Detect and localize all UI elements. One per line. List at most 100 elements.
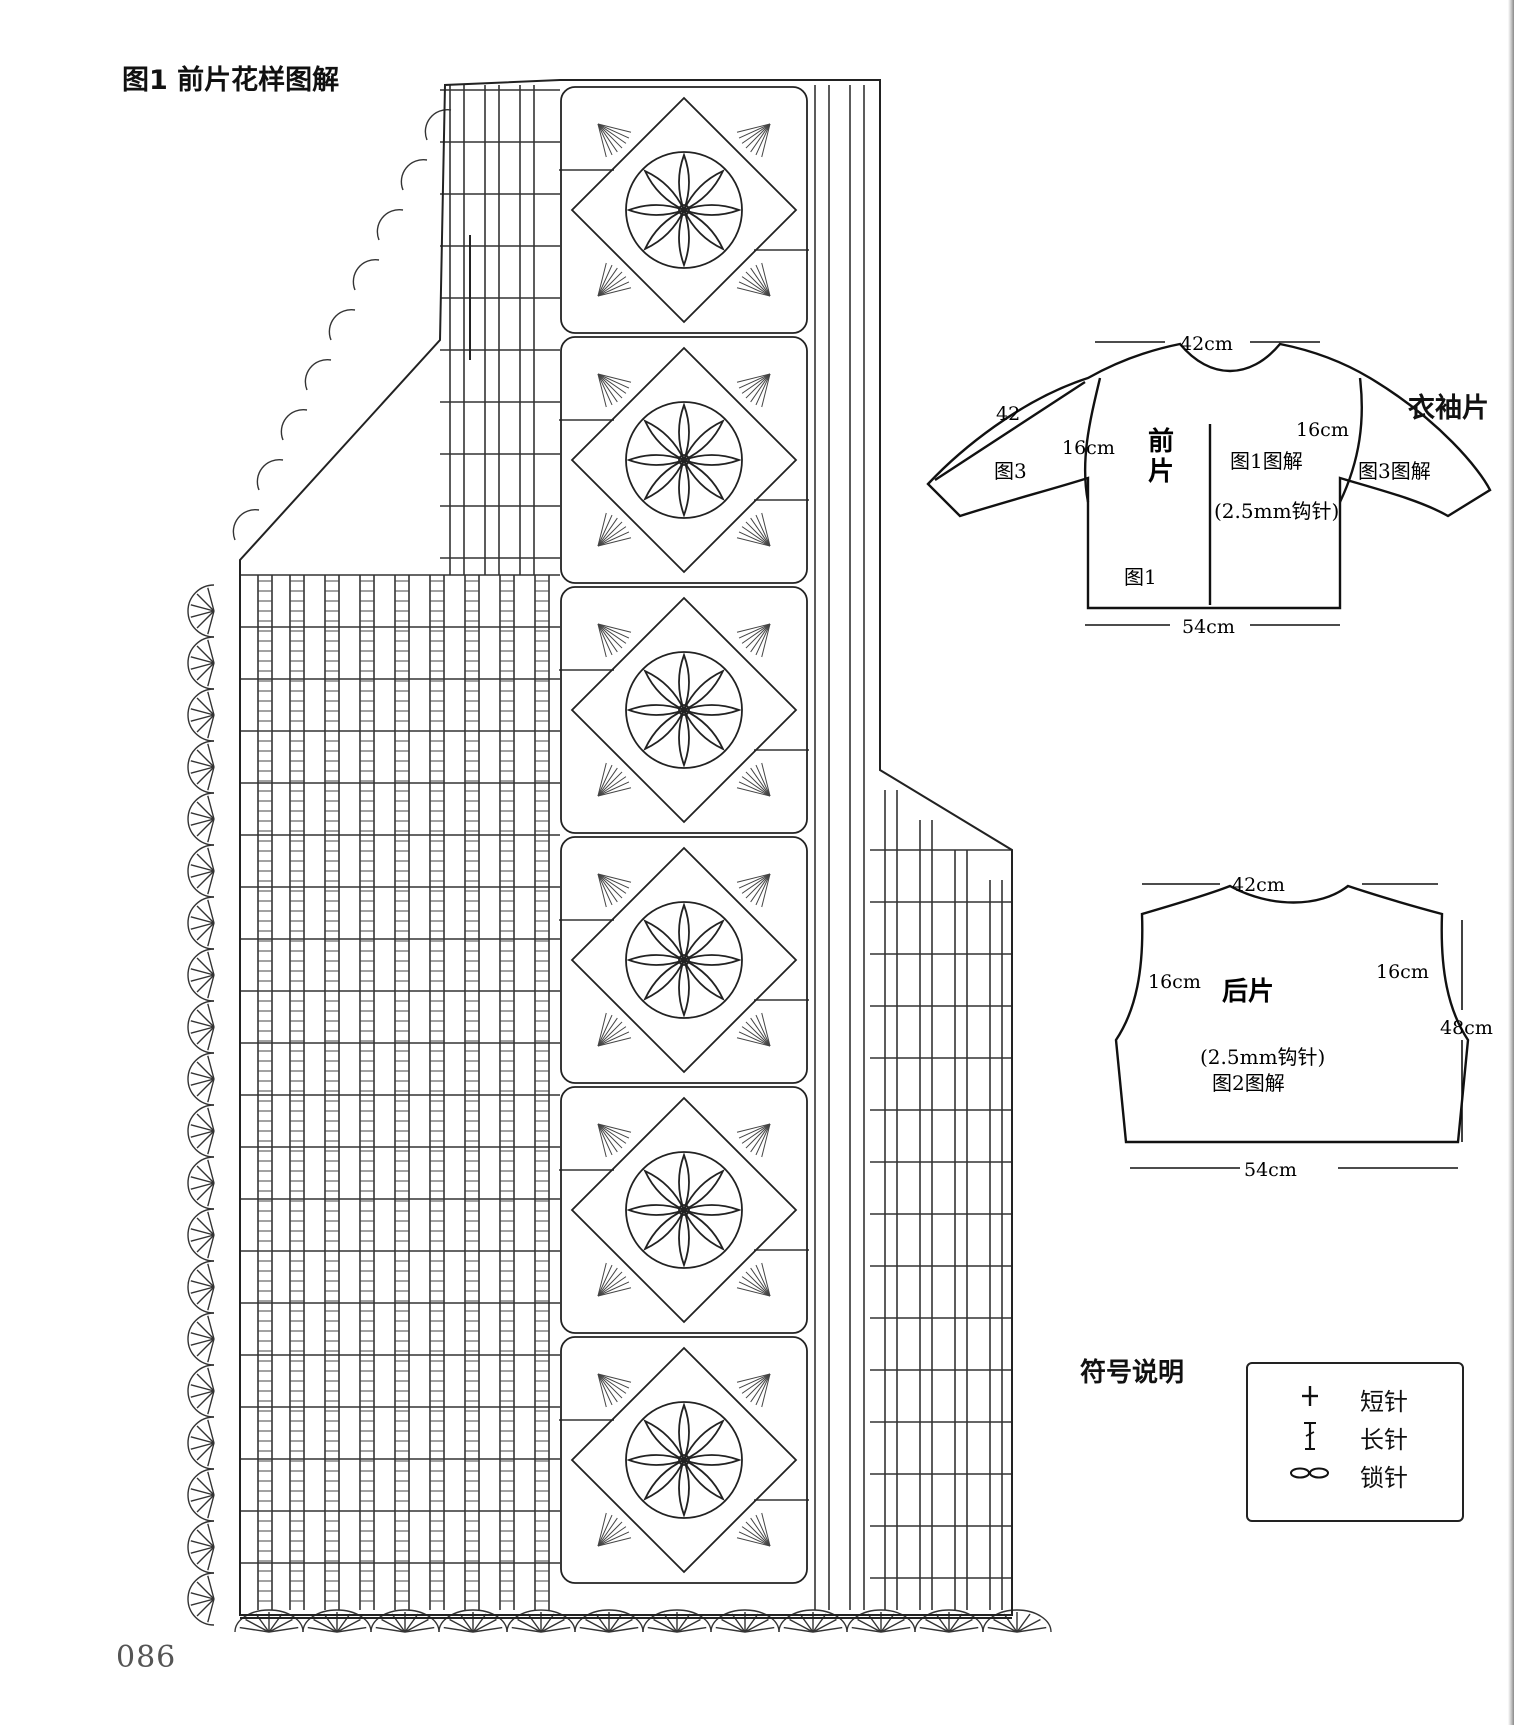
- sleeve-left-depth: 16cm: [1062, 437, 1115, 459]
- body-outline: [926, 342, 1492, 610]
- scallop-fan: [190, 1598, 215, 1606]
- scallop: [187, 1364, 215, 1418]
- scallop-fan: [196, 1026, 215, 1045]
- scallop: [232, 509, 260, 541]
- motif-ring: [625, 901, 743, 1019]
- scallop-fan: [207, 1026, 215, 1051]
- fan-stitch: [597, 123, 627, 144]
- scallop-fan: [207, 1367, 215, 1392]
- motif-petal: [683, 169, 725, 211]
- scallop-fan: [540, 1613, 555, 1633]
- fan-stitch: [597, 1373, 607, 1408]
- scallop-fan: [1016, 1618, 1041, 1633]
- scallop-fan: [190, 604, 215, 612]
- fan-stitch: [597, 1276, 627, 1297]
- scallop-fan: [744, 1618, 769, 1633]
- fan-stitch: [741, 123, 771, 144]
- scallop: [574, 1609, 644, 1633]
- scallop-fan: [880, 1618, 905, 1633]
- scallop-fan: [783, 1626, 814, 1633]
- fan-stitch: [738, 1531, 771, 1547]
- scallop-fan: [851, 1626, 882, 1633]
- motif-petal: [683, 919, 725, 961]
- motif-petal: [683, 1419, 725, 1461]
- right-sleeve-ref: 图3图解: [1358, 459, 1431, 483]
- fan-stitch: [597, 1373, 613, 1406]
- scallop-fan: [517, 1618, 542, 1633]
- scallop-fan: [196, 1269, 215, 1288]
- fan-stitch: [597, 764, 613, 797]
- fan-stitch: [597, 521, 623, 547]
- scallop-fan: [190, 1488, 215, 1496]
- scallop-fan: [207, 1107, 215, 1132]
- fan-stitch: [738, 873, 771, 889]
- fan-stitch: [761, 1373, 771, 1408]
- fan-stitch: [597, 1123, 618, 1153]
- fan-stitch: [738, 1281, 771, 1297]
- motif-petal: [643, 209, 685, 251]
- fan-stitch: [736, 873, 771, 883]
- scallop: [424, 109, 452, 141]
- scallop-fan: [948, 1626, 979, 1633]
- scallop-fan: [196, 818, 215, 837]
- fan-stitch: [761, 123, 771, 158]
- scallop-fan: [196, 801, 215, 820]
- scallop-fan: [313, 1618, 338, 1633]
- motif-petal: [683, 1459, 725, 1501]
- scallop-fan: [196, 1477, 215, 1496]
- motif-frame: [560, 586, 808, 834]
- fan-stitch: [597, 1373, 618, 1403]
- sleeve-side-length: 42: [996, 403, 1020, 425]
- fan-stitch: [597, 1526, 627, 1547]
- front-piece-name: 前片: [1148, 426, 1174, 487]
- scallop-fan: [196, 1113, 215, 1132]
- fan-stitch: [597, 1373, 623, 1399]
- scallop-fan: [190, 1546, 215, 1554]
- motif-center: [678, 1204, 690, 1216]
- scallop: [352, 259, 380, 291]
- fan-stitch: [736, 1123, 771, 1133]
- fan-stitch: [741, 373, 771, 394]
- scallop-fan: [207, 1315, 215, 1340]
- motif-diamond: [570, 1346, 798, 1574]
- front-chart-ref: 图1图解: [1230, 449, 1303, 473]
- scallop-fan: [987, 1626, 1018, 1633]
- fan-stitch: [750, 1517, 771, 1547]
- fan-stitch: [597, 1026, 627, 1047]
- fan-stitch: [745, 521, 771, 547]
- fan-stitch: [597, 1517, 618, 1547]
- scallop-fan: [190, 1234, 215, 1242]
- scallop-fan: [196, 1442, 215, 1461]
- legend-box: 短针 长针 锁针: [1246, 1362, 1464, 1522]
- scallop-fan: [190, 1384, 215, 1392]
- scallop-fan: [190, 662, 215, 670]
- fan-stitch: [597, 264, 613, 297]
- fan-stitch: [597, 1373, 630, 1389]
- fan-stitch: [750, 1017, 771, 1047]
- fan-stitch: [597, 767, 618, 797]
- motif-petal: [683, 709, 725, 751]
- scallop-fan: [336, 1613, 351, 1633]
- scallop-fan: [207, 1494, 215, 1519]
- motif-petal: [643, 419, 685, 461]
- fan-stitch: [597, 123, 632, 133]
- scallop-fan: [207, 870, 215, 895]
- motif-petal: [643, 169, 685, 211]
- scallop-fan: [336, 1626, 367, 1633]
- motif-center: [678, 454, 690, 466]
- back-chart-ref: 图2图解: [1212, 1071, 1285, 1095]
- scallop-fan: [196, 1581, 215, 1600]
- mesh-grid: [240, 85, 1012, 1610]
- scallop: [304, 359, 332, 391]
- page-number: 086: [116, 1640, 177, 1675]
- fan-stitch: [736, 1037, 771, 1047]
- scallop-fan: [1016, 1613, 1031, 1633]
- fan-stitch: [761, 373, 771, 408]
- scallop-fan: [207, 1182, 215, 1207]
- fan-stitch: [745, 373, 771, 399]
- fan-stitch: [597, 1514, 613, 1547]
- chart-outline: [239, 79, 1013, 1619]
- scallop-fan: [207, 1130, 215, 1155]
- fan-stitch: [597, 373, 632, 383]
- fan-stitch: [741, 776, 771, 797]
